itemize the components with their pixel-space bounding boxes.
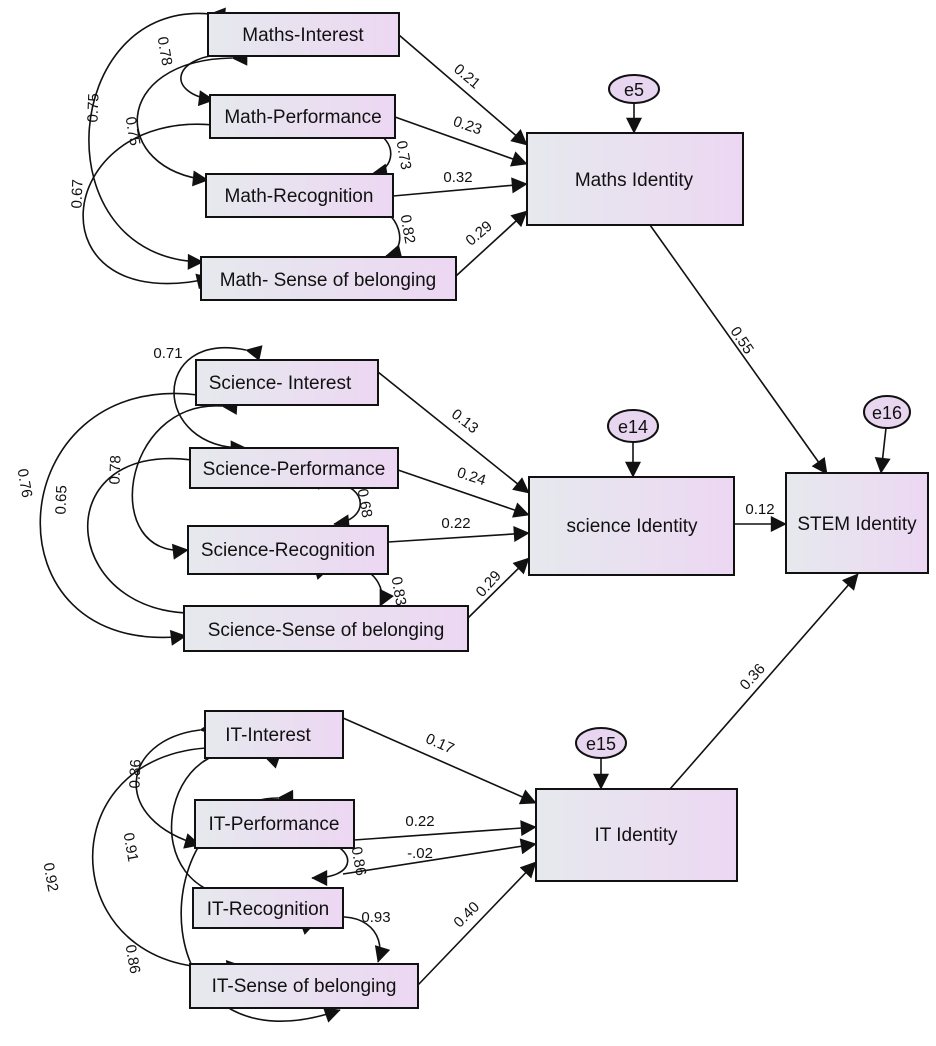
label-e16: e16 xyxy=(872,403,902,423)
label-science-belonging: Science-Sense of belonging xyxy=(208,620,445,641)
corr-label: 0.75 xyxy=(84,93,102,123)
path-arrow xyxy=(377,371,530,494)
corr-curve xyxy=(136,49,248,187)
corr-label: 0.76 xyxy=(14,467,36,499)
path-arrow xyxy=(387,525,530,543)
label-science-interest: Science- Interest xyxy=(209,373,352,394)
box-it-recognition xyxy=(192,887,344,929)
label-maths-identity: Maths Identity xyxy=(575,170,694,191)
path-arrow xyxy=(455,210,528,277)
box-science-identity xyxy=(528,476,735,576)
label-e15: e15 xyxy=(586,734,616,754)
corr-curve xyxy=(135,720,217,849)
coef-ib-it: 0.40 xyxy=(450,898,483,931)
path-arrow xyxy=(394,116,528,167)
corr-label: 0.86 xyxy=(126,759,144,789)
corr-label: 0.82 xyxy=(397,213,419,245)
corr-curve xyxy=(86,454,215,622)
coef-sci-stem: 0.12 xyxy=(745,501,774,518)
label-e14: e14 xyxy=(618,417,648,437)
box-science-performance xyxy=(189,447,399,489)
error-arrow xyxy=(874,427,891,474)
corr-label: 0.93 xyxy=(361,909,390,926)
box-it-belonging xyxy=(189,963,419,1009)
box-science-belonging xyxy=(183,605,469,652)
box-math-belonging xyxy=(200,256,457,301)
coef-sr-sci: 0.22 xyxy=(441,515,470,532)
box-maths-interest xyxy=(207,12,400,57)
label-it-identity: IT Identity xyxy=(594,825,678,846)
path-arrow xyxy=(398,34,528,146)
corr-label: 0.73 xyxy=(393,139,415,171)
corr-label: 0.75 xyxy=(122,115,144,147)
path-arrow xyxy=(669,573,859,790)
corr-label: 0.78 xyxy=(106,455,124,485)
path-arrow xyxy=(649,224,828,475)
label-math-belonging: Math- Sense of belonging xyxy=(220,270,437,291)
coef-ir-it: -.02 xyxy=(407,845,433,862)
path-arrow xyxy=(353,820,537,841)
corr-curve xyxy=(88,7,226,270)
path-arrow xyxy=(342,838,537,875)
coef-math-stem: 0.55 xyxy=(727,324,757,358)
label-it-interest: IT-Interest xyxy=(225,725,311,746)
coef-mr-math: 0.32 xyxy=(443,169,472,186)
corr-curve xyxy=(82,118,230,290)
label-it-belonging: IT-Sense of belonging xyxy=(212,976,397,997)
corr-label: 0.67 xyxy=(68,179,86,209)
error-ellipse-e5 xyxy=(608,74,660,104)
label-science-performance: Science-Performance xyxy=(203,459,386,480)
label-math-performance: Math-Performance xyxy=(224,107,381,128)
corr-label: 0.68 xyxy=(354,487,376,519)
path-arrow xyxy=(392,177,528,197)
coef-sb-sci: 0.29 xyxy=(473,567,505,600)
box-it-interest xyxy=(204,710,344,759)
path-arrow xyxy=(397,469,530,518)
label-e5: e5 xyxy=(624,80,644,100)
error-ellipse-e15 xyxy=(575,727,627,759)
path-arrow xyxy=(342,717,537,805)
coef-ii-it: 0.17 xyxy=(423,730,457,757)
label-stem-identity: STEM Identity xyxy=(797,514,917,535)
corr-label: 0.92 xyxy=(40,861,62,893)
corr-label: 0.65 xyxy=(52,485,70,515)
box-it-identity xyxy=(535,788,738,882)
corr-curve xyxy=(39,388,215,646)
path-arrow xyxy=(417,861,537,986)
coef-mi-math: 0.21 xyxy=(450,61,483,93)
corr-label: 0.86 xyxy=(348,845,370,877)
coef-sp-sci: 0.24 xyxy=(455,464,488,489)
label-maths-interest: Maths-Interest xyxy=(242,25,364,46)
label-it-recognition: IT-Recognition xyxy=(207,899,330,920)
corr-label: 0.78 xyxy=(154,35,176,67)
box-science-interest xyxy=(195,359,379,406)
label-science-recognition: Science-Recognition xyxy=(201,540,375,561)
corr-label: 0.91 xyxy=(120,831,142,863)
box-math-performance xyxy=(209,94,396,139)
path-arrow xyxy=(467,557,530,619)
corr-label: 0.86 xyxy=(122,943,144,975)
label-math-recognition: Math-Recognition xyxy=(225,186,374,207)
coef-ip-it: 0.22 xyxy=(405,813,434,830)
error-ellipse-e16 xyxy=(863,395,911,429)
label-science-identity: science Identity xyxy=(567,516,698,537)
error-ellipse-e14 xyxy=(607,409,659,443)
box-math-recognition xyxy=(205,173,394,218)
corr-label: 0.83 xyxy=(388,575,410,607)
box-science-recognition xyxy=(187,525,389,575)
corr-label: 0.71 xyxy=(153,345,182,362)
box-it-performance xyxy=(194,799,355,849)
coef-mp-math: 0.23 xyxy=(451,113,484,139)
corr-curve xyxy=(92,738,243,976)
box-stem-identity xyxy=(785,472,929,574)
label-it-performance: IT-Performance xyxy=(209,814,340,835)
box-maths-identity xyxy=(526,132,744,226)
coef-it-stem: 0.36 xyxy=(737,660,769,693)
